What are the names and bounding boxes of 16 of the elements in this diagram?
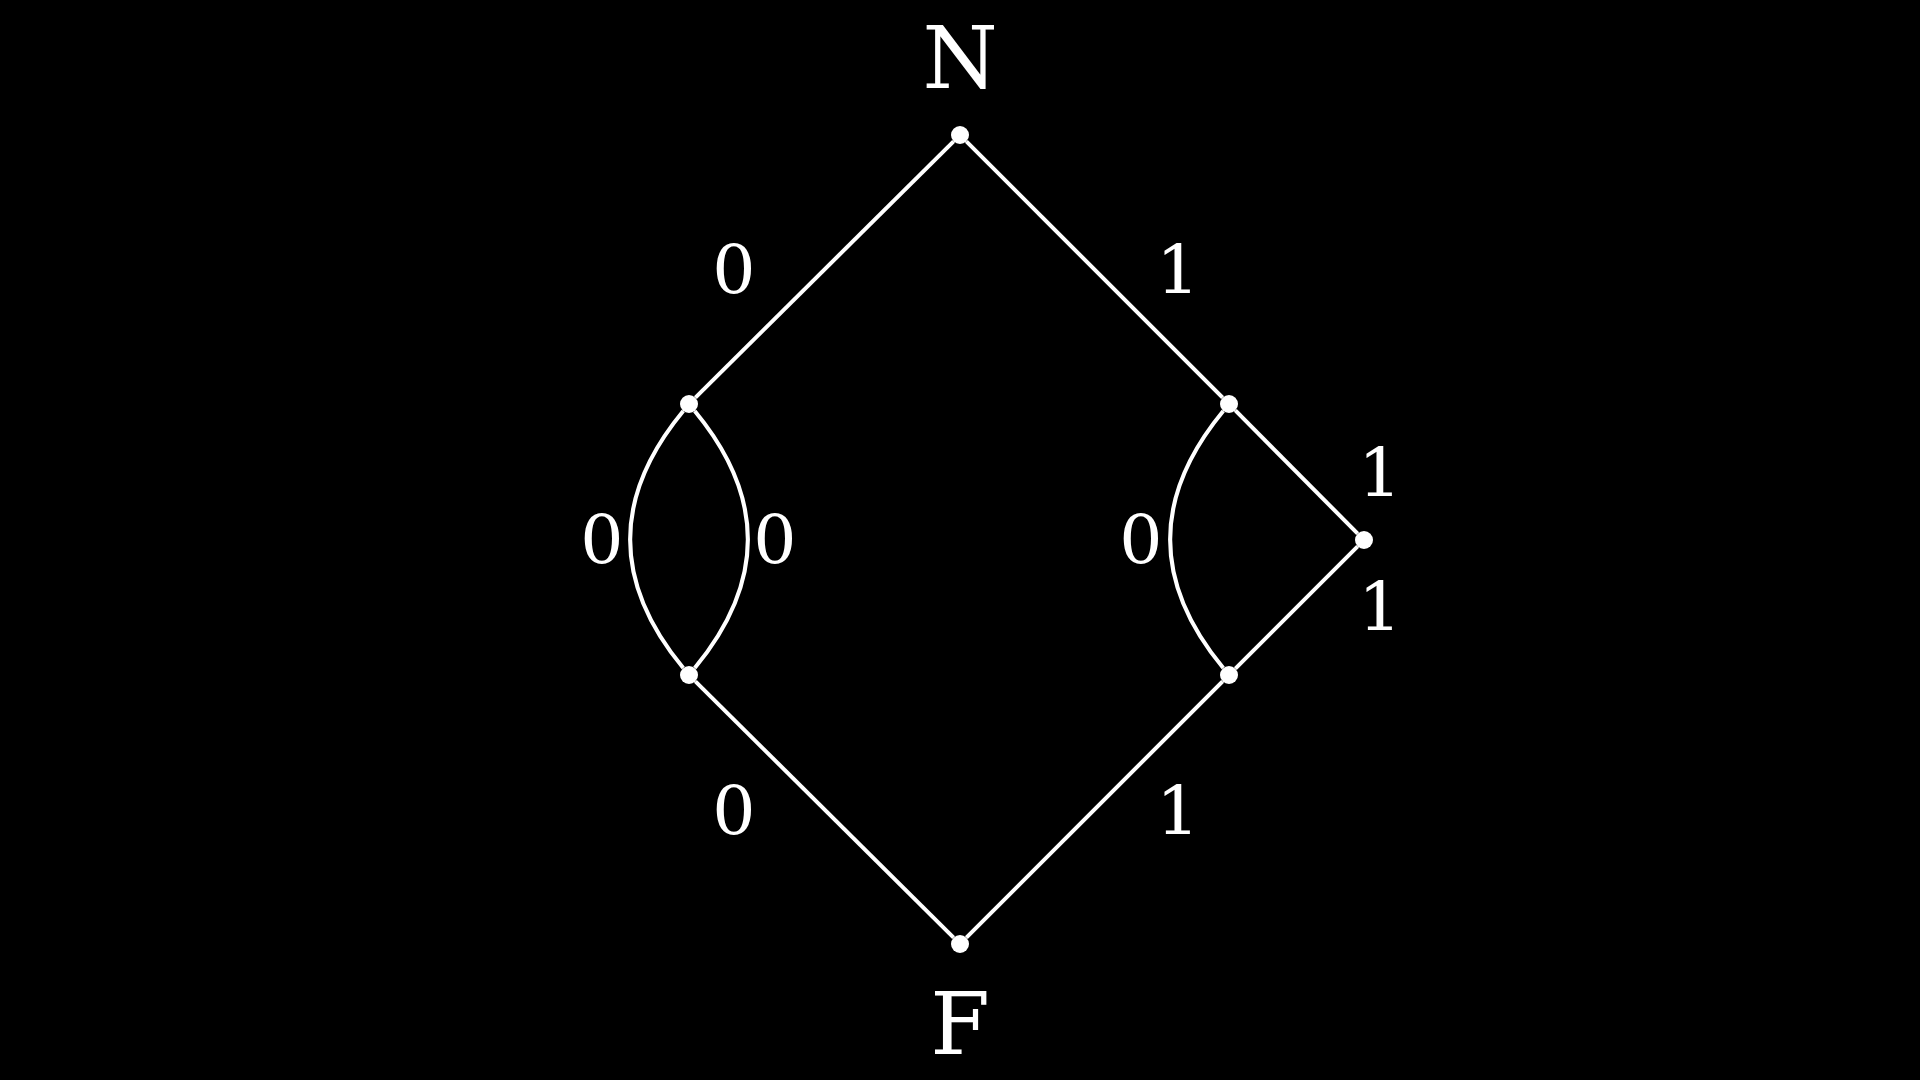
vertex-dot [951, 126, 969, 144]
vertex-dot [1220, 666, 1238, 684]
vertex-dot [680, 666, 698, 684]
graph-edge [964, 679, 1225, 940]
graph-edge [694, 139, 955, 400]
vertex-dot [680, 395, 698, 413]
graph-edge [694, 679, 955, 940]
graph-edge [628, 409, 685, 670]
graph-edge [1233, 544, 1360, 671]
vertex-dot [951, 935, 969, 953]
graph-edge [693, 409, 750, 670]
graph-edge [964, 139, 1225, 400]
vertex-dot [1355, 531, 1373, 549]
vertex-dot [1220, 395, 1238, 413]
graph-edge [1168, 409, 1225, 670]
graph-edge [1233, 408, 1360, 536]
